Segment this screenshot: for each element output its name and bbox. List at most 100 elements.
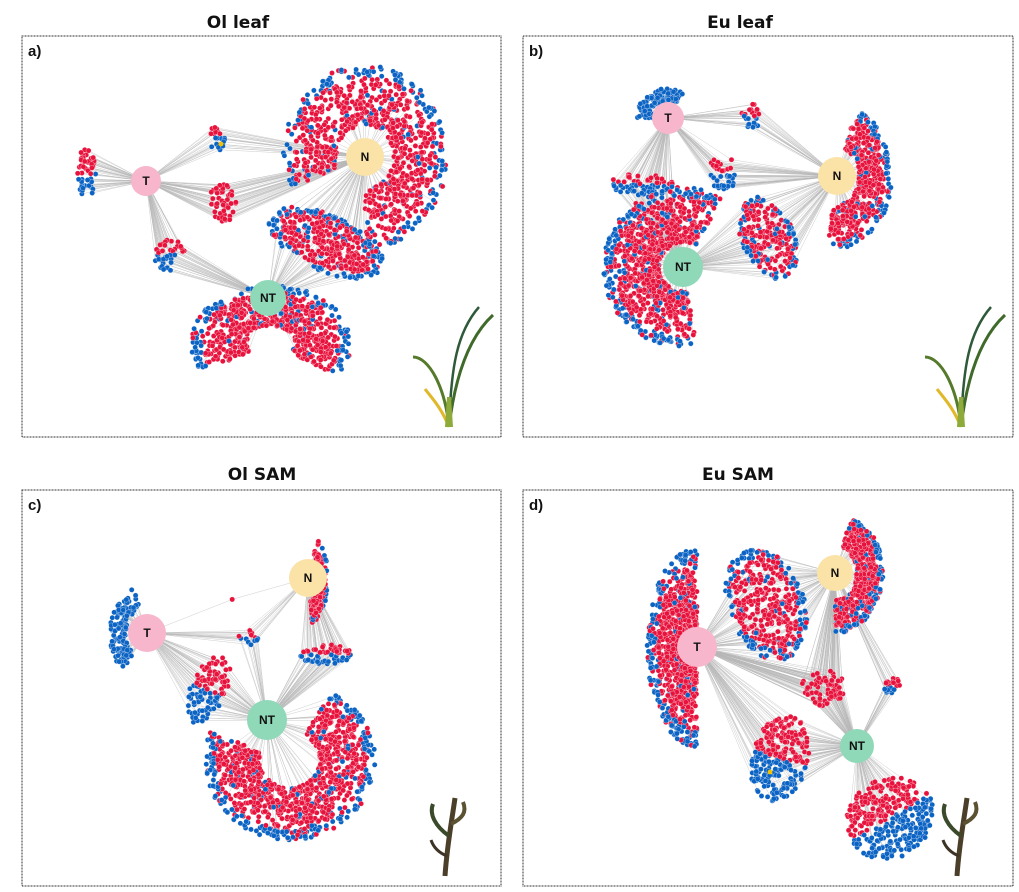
panel-tag: a)	[28, 43, 41, 60]
gene-node	[702, 226, 707, 231]
gene-node	[383, 214, 388, 219]
gene-node	[419, 130, 424, 135]
gene-node	[884, 150, 889, 155]
gene-node	[233, 353, 238, 358]
gene-node	[624, 319, 629, 324]
gene-node	[365, 93, 370, 98]
gene-node	[383, 196, 388, 201]
gene-node	[831, 241, 836, 246]
gene-node	[329, 70, 334, 75]
gene-node	[388, 213, 393, 218]
gene-node	[193, 345, 198, 350]
gene-node	[381, 108, 386, 113]
gene-node	[741, 227, 746, 232]
gene-node	[365, 266, 370, 271]
gene-node	[655, 314, 660, 319]
gene-node	[630, 223, 635, 228]
gene-node	[329, 97, 334, 102]
gene-node	[409, 176, 414, 181]
gene-node	[647, 201, 652, 206]
gene-node	[827, 233, 832, 238]
gene-node	[199, 343, 204, 348]
gene-node	[341, 348, 346, 353]
gene-node	[369, 272, 374, 277]
gene-node	[648, 175, 653, 180]
gene-node	[755, 202, 760, 207]
gene-node	[396, 229, 401, 234]
gene-node	[175, 239, 180, 244]
gene-node	[307, 326, 312, 331]
gene-node	[305, 235, 310, 240]
gene-node	[874, 139, 879, 144]
gene-node	[275, 218, 280, 223]
gene-node	[323, 345, 328, 350]
gene-node	[345, 119, 350, 124]
gene-node	[284, 212, 289, 217]
gene-node	[298, 210, 303, 215]
gene-node	[405, 99, 410, 104]
gene-node	[288, 240, 293, 245]
gene-node	[346, 75, 351, 80]
gene-node	[628, 293, 633, 298]
gene-node	[402, 119, 407, 124]
gene-node	[772, 267, 777, 272]
gene-node	[757, 234, 762, 239]
gene-node	[767, 225, 772, 230]
gene-node	[414, 95, 419, 100]
gene-node	[413, 143, 418, 148]
gene-node	[358, 88, 363, 93]
gene-node	[328, 103, 333, 108]
gene-node	[347, 275, 352, 280]
gene-node	[278, 231, 283, 236]
gene-node	[318, 357, 323, 362]
gene-node	[655, 95, 660, 100]
gene-node	[429, 122, 434, 127]
gene-node	[298, 326, 303, 331]
gene-node	[346, 341, 351, 346]
gene-node	[313, 210, 318, 215]
gene-node	[237, 325, 242, 330]
gene-node	[210, 196, 215, 201]
gene-node	[334, 274, 339, 279]
gene-node	[318, 316, 323, 321]
panel-tag: b)	[529, 43, 543, 60]
gene-node	[872, 132, 877, 137]
gene-node	[275, 323, 280, 328]
gene-node	[318, 305, 323, 310]
gene-node	[332, 163, 337, 168]
gene-node	[217, 313, 222, 318]
gene-node	[401, 86, 406, 91]
gene-node	[386, 173, 391, 178]
gene-node	[344, 100, 349, 105]
gene-node	[392, 72, 397, 77]
gene-node	[329, 156, 334, 161]
gene-node	[297, 348, 302, 353]
gene-node	[398, 237, 403, 242]
gene-node	[338, 363, 343, 368]
gene-node	[773, 207, 778, 212]
gene-node	[314, 96, 319, 101]
gene-node	[672, 193, 677, 198]
gene-node	[313, 295, 318, 300]
gene-node	[297, 291, 302, 296]
gene-node	[221, 208, 226, 213]
gene-node	[288, 287, 293, 292]
gene-node	[248, 307, 253, 312]
gene-node	[352, 267, 357, 272]
gene-node	[310, 313, 315, 318]
gene-node	[393, 135, 398, 140]
gene-node	[322, 122, 327, 127]
gene-node	[642, 109, 647, 114]
gene-node	[778, 264, 783, 269]
gene-node	[371, 254, 376, 259]
gene-node	[431, 198, 436, 203]
gene-node	[161, 267, 166, 272]
gene-node	[405, 220, 410, 225]
gene-node	[295, 343, 300, 348]
gene-node	[745, 245, 750, 250]
gene-node	[337, 251, 342, 256]
gene-node	[316, 300, 321, 305]
gene-node	[190, 335, 195, 340]
gene-node	[318, 364, 323, 369]
